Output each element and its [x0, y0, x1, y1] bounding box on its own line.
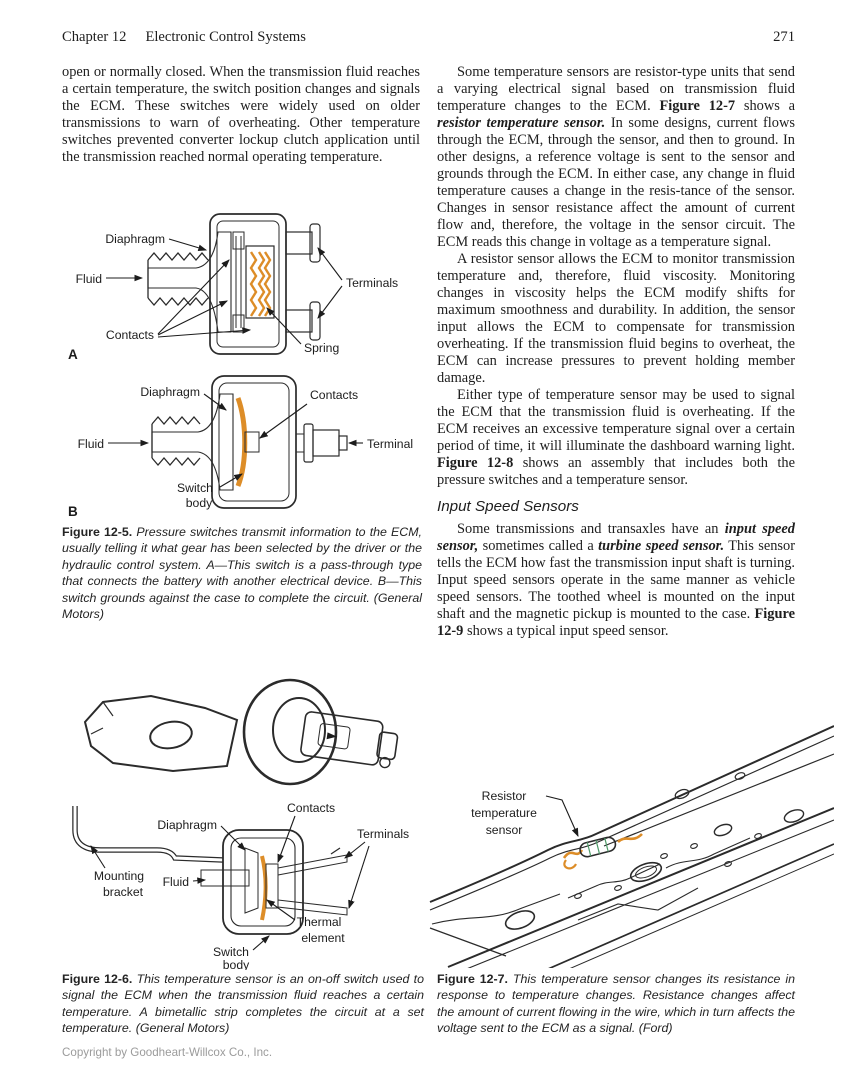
label-switch-body-b-2: body: [186, 496, 213, 510]
contact-upper-a: [232, 231, 245, 250]
label-diaphragm-a: Diaphragm: [105, 232, 165, 246]
diaphragm-shape: [244, 847, 259, 914]
terminal-bottom-a: [285, 301, 321, 341]
sensor-cross-section: Contacts Diaphragm Terminals Mounting br…: [72, 801, 409, 972]
label-diaphragm-b: Diaphragm: [140, 385, 200, 399]
diaphragm-shape-b: [151, 393, 234, 491]
label-switch-2: body: [223, 958, 250, 970]
label-resistor-3: sensor: [486, 823, 523, 837]
left-column: open or normally closed. When the transm…: [62, 64, 420, 166]
body-paragraph: Some transmissions and transaxles have a…: [437, 521, 796, 639]
resistor-sensor-callout: Resistor temperature sensor: [471, 789, 579, 838]
label-switch-body-b-1: Switch: [177, 481, 213, 495]
figure-12-5-diagram: Diaphragm Fluid Contacts Terminals Sprin…: [60, 206, 422, 525]
body-paragraph: Some temperature sensors are resistor-ty…: [437, 64, 795, 250]
terminal-top-a: [285, 223, 321, 263]
contact-lower-a: [232, 314, 245, 333]
label-fluid-a: Fluid: [76, 272, 102, 286]
chapter-title: Electronic Control Systems: [145, 29, 306, 45]
valve-body-line-art: [429, 725, 835, 973]
label-resistor-1: Resistor: [482, 789, 527, 803]
label-mounting-1: Mounting: [94, 869, 144, 883]
terminal-strip-lower: [277, 899, 348, 916]
label-contacts: Contacts: [287, 801, 335, 815]
switch-body-shape: [222, 829, 304, 935]
label-fluid-b: Fluid: [78, 437, 104, 451]
label-spring-a: Spring: [304, 341, 339, 355]
mounting-bracket-shape: [72, 806, 224, 863]
page-header: Chapter 12 Electronic Control Systems 27…: [62, 29, 795, 46]
green-connector: [300, 711, 399, 769]
label-resistor-2: temperature: [471, 806, 537, 820]
pressure-switch-diagram: Diaphragm Fluid Contacts Terminals Sprin…: [68, 213, 413, 519]
fluid-stem: [200, 869, 250, 887]
bimetal-strip: [235, 397, 248, 487]
figure-12-7-diagram: Resistor temperature sensor: [428, 688, 835, 973]
label-thermal-1: Thermal: [297, 915, 342, 929]
section-heading-input-speed-sensors: Input Speed Sensors: [437, 498, 579, 515]
label-thermal-2: element: [301, 931, 345, 945]
temperature-sensor-diagram: Contacts Diaphragm Terminals Mounting br…: [72, 678, 409, 972]
body-paragraph: open or normally closed. When the transm…: [62, 64, 420, 165]
page-number: 271: [773, 29, 795, 45]
label-fluid: Fluid: [163, 875, 189, 889]
terminal-strip-upper: [277, 854, 348, 876]
figure-12-6-diagram: Contacts Diaphragm Terminals Mounting br…: [55, 670, 435, 975]
part-letter-b: B: [68, 504, 78, 519]
label-mounting-2: bracket: [103, 885, 144, 899]
body-paragraph: A resistor sensor allows the ECM to moni…: [437, 251, 795, 386]
resistor-sensor-diagram: Resistor temperature sensor: [429, 725, 835, 973]
label-contacts-b: Contacts: [310, 388, 358, 402]
figure-12-5-caption: Figure 12-5. Pressure switches transmit …: [62, 525, 423, 622]
terminal-b: [295, 423, 348, 463]
resistor-sensor-shape: [562, 833, 643, 870]
thermal-element-shape: [260, 855, 268, 921]
label-terminals: Terminals: [357, 827, 409, 841]
right-column: Some temperature sensors are resistor-ty…: [437, 64, 795, 640]
contacts-shape: [265, 863, 279, 909]
label-diaphragm: Diaphragm: [157, 818, 217, 832]
contact-b: [244, 431, 260, 453]
label-contacts-a: Contacts: [106, 328, 154, 342]
pressure-switch-b: Diaphragm Contacts Fluid Terminal Switch…: [68, 375, 413, 519]
label-switch-1: Switch: [213, 945, 249, 959]
pressure-switch-a: Diaphragm Fluid Contacts Terminals Sprin…: [68, 213, 398, 362]
copyright-line: Copyright by Goodheart-Willcox Co., Inc.: [62, 1046, 273, 1059]
spring-coil: [249, 251, 272, 317]
chapter-number: Chapter 12: [62, 29, 127, 45]
part-letter-a: A: [68, 347, 78, 362]
figure-12-7-caption: Figure 12-7. This temperature sensor cha…: [437, 972, 795, 1036]
diaphragm-shape-a: [147, 231, 232, 333]
figure-12-6-caption: Figure 12-6. This temperature sensor is …: [62, 972, 424, 1036]
label-terminal-b: Terminal: [367, 437, 413, 451]
label-terminals-a: Terminals: [346, 276, 398, 290]
sensor-3d-view: [83, 678, 399, 786]
body-paragraph: Either type of temperature sensor may be…: [437, 387, 795, 488]
